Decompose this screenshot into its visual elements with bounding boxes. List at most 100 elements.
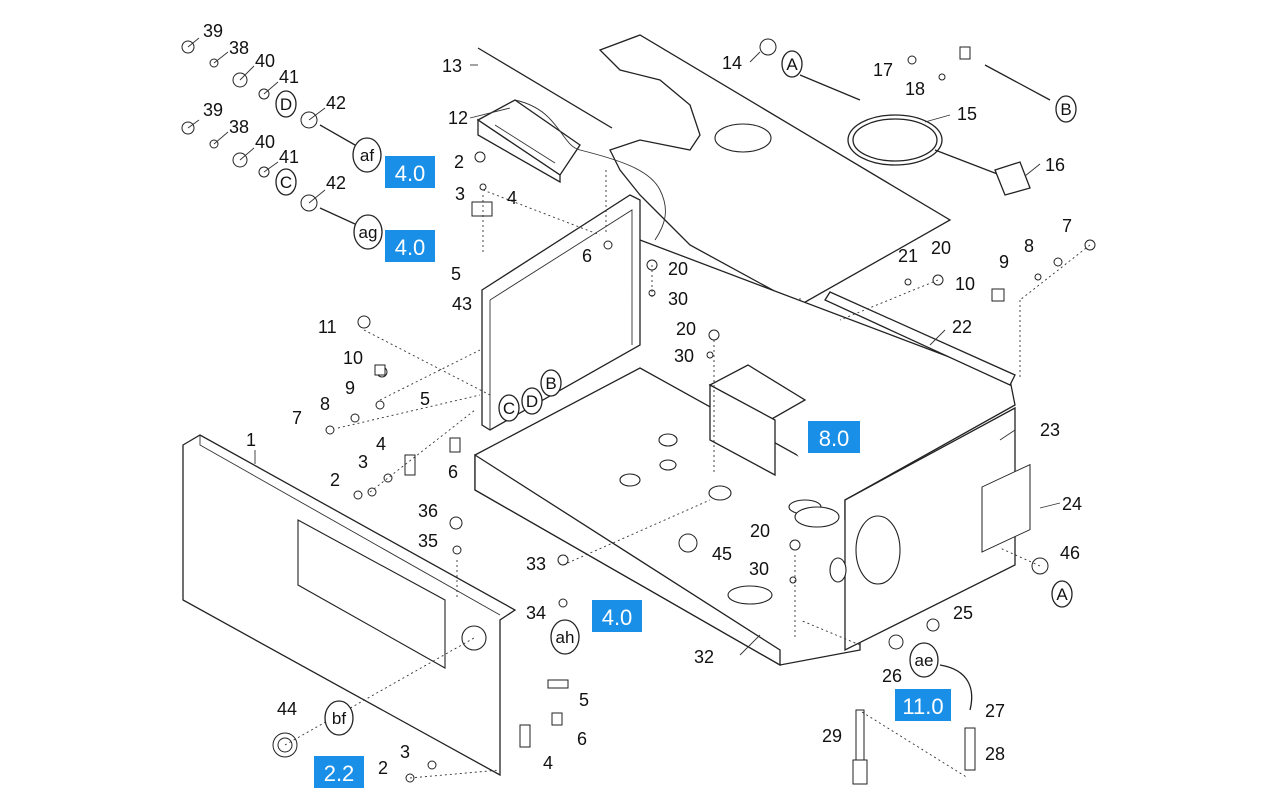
label-33: 33 bbox=[526, 554, 546, 574]
rods-27-28-29 bbox=[852, 664, 976, 785]
bubble-ag: ag bbox=[359, 223, 378, 242]
bubble-ag-circle bbox=[353, 214, 383, 250]
bubble-bf: bf bbox=[332, 709, 346, 728]
ref-link[interactable]: 4.0 bbox=[395, 235, 426, 260]
label-34: 34 bbox=[526, 603, 546, 623]
contoured-panel bbox=[514, 99, 666, 241]
label-40: 40 bbox=[255, 132, 275, 152]
label-41: 41 bbox=[279, 147, 299, 167]
label-7: 7 bbox=[1062, 216, 1072, 236]
label-20: 20 bbox=[676, 319, 696, 339]
label-2: 2 bbox=[454, 152, 464, 172]
bubble-b: B bbox=[545, 374, 556, 393]
label-4: 4 bbox=[507, 188, 517, 208]
ref-box bbox=[808, 421, 860, 453]
label-12: 12 bbox=[448, 108, 468, 128]
rail-22 bbox=[824, 291, 1016, 386]
bubble-ah: ah bbox=[556, 628, 575, 647]
label-30: 30 bbox=[668, 289, 688, 309]
bubble-c: C bbox=[280, 173, 292, 192]
ref-link[interactable]: 4.0 bbox=[602, 605, 633, 630]
ref-box bbox=[314, 756, 364, 788]
label-13: 13 bbox=[442, 56, 462, 76]
page-reference-boxes[interactable]: 4.0 4.0 8.0 4.0 11.0 2.2 bbox=[314, 156, 951, 788]
label-3: 3 bbox=[400, 742, 410, 762]
bubble-a: A bbox=[1056, 585, 1068, 604]
label-8: 8 bbox=[320, 394, 330, 414]
label-5: 5 bbox=[420, 389, 430, 409]
ref-link[interactable]: 8.0 bbox=[819, 426, 850, 451]
bubble-ae-circle bbox=[909, 642, 939, 678]
label-35: 35 bbox=[418, 531, 438, 551]
label-32: 32 bbox=[694, 647, 714, 667]
leader-lines bbox=[187, 37, 1091, 779]
bubble-d-circle bbox=[275, 90, 297, 118]
label-9: 9 bbox=[999, 252, 1009, 272]
label-5: 5 bbox=[579, 690, 589, 710]
bracket-part-12 bbox=[476, 99, 581, 184]
label-26: 26 bbox=[882, 666, 902, 686]
label-30: 30 bbox=[674, 346, 694, 366]
label-42: 42 bbox=[326, 173, 346, 193]
label-30: 30 bbox=[749, 559, 769, 579]
bubble-b-circle bbox=[540, 369, 562, 397]
bubble-b: B bbox=[1060, 100, 1071, 119]
label-46: 46 bbox=[1060, 543, 1080, 563]
label-6: 6 bbox=[577, 729, 587, 749]
bubble-ae: ae bbox=[915, 651, 934, 670]
bubble-c: C bbox=[503, 399, 515, 418]
label-4: 4 bbox=[543, 753, 553, 773]
label-1: 1 bbox=[246, 430, 256, 450]
label-7: 7 bbox=[292, 408, 302, 428]
label-38: 38 bbox=[229, 38, 249, 58]
bubble-d: D bbox=[526, 392, 538, 411]
bubble-a: A bbox=[786, 55, 798, 74]
label-5: 5 bbox=[451, 264, 461, 284]
label-25: 25 bbox=[953, 603, 973, 623]
top-cover-plate bbox=[598, 34, 952, 306]
label-43: 43 bbox=[452, 294, 472, 314]
label-17: 17 bbox=[873, 60, 893, 80]
mounting-bracket bbox=[708, 364, 807, 477]
label-44: 44 bbox=[277, 699, 297, 719]
label-24: 24 bbox=[1062, 494, 1082, 514]
label-8: 8 bbox=[1024, 236, 1034, 256]
ref-link[interactable]: 11.0 bbox=[902, 694, 943, 719]
label-18: 18 bbox=[905, 79, 925, 99]
label-10: 10 bbox=[955, 274, 975, 294]
label-41: 41 bbox=[279, 67, 299, 87]
ref-link[interactable]: 2.2 bbox=[324, 761, 355, 786]
bubble-c-circle bbox=[275, 168, 297, 196]
bubble-a-circle bbox=[781, 50, 803, 78]
label-38: 38 bbox=[229, 117, 249, 137]
label-4: 4 bbox=[376, 434, 386, 454]
bubble-d: D bbox=[280, 95, 292, 114]
label-20: 20 bbox=[931, 238, 951, 258]
bubble-af-circle bbox=[352, 137, 382, 173]
label-6: 6 bbox=[582, 246, 592, 266]
rod-part-13 bbox=[477, 47, 613, 129]
label-20: 20 bbox=[750, 521, 770, 541]
label-2: 2 bbox=[330, 470, 340, 490]
label-20: 20 bbox=[668, 259, 688, 279]
label-28: 28 bbox=[985, 744, 1005, 764]
bubble-a-circle bbox=[1051, 580, 1073, 608]
label-21: 21 bbox=[898, 246, 918, 266]
bubble-af: af bbox=[360, 146, 374, 165]
cable-15 bbox=[799, 74, 1001, 176]
bubble-b-circle bbox=[1055, 95, 1077, 123]
ref-box bbox=[385, 230, 435, 262]
bubble-c-circle bbox=[498, 394, 520, 422]
ref-box bbox=[385, 156, 435, 188]
label-45: 45 bbox=[712, 544, 732, 564]
bubble-d-circle bbox=[521, 387, 543, 415]
label-10: 10 bbox=[343, 348, 363, 368]
fasteners bbox=[181, 38, 1096, 783]
ref-link[interactable]: 4.0 bbox=[395, 161, 426, 186]
label-36: 36 bbox=[418, 501, 438, 521]
label-2: 2 bbox=[378, 758, 388, 778]
label-16: 16 bbox=[1045, 155, 1065, 175]
label-15: 15 bbox=[957, 104, 977, 124]
label-11: 11 bbox=[318, 317, 337, 337]
